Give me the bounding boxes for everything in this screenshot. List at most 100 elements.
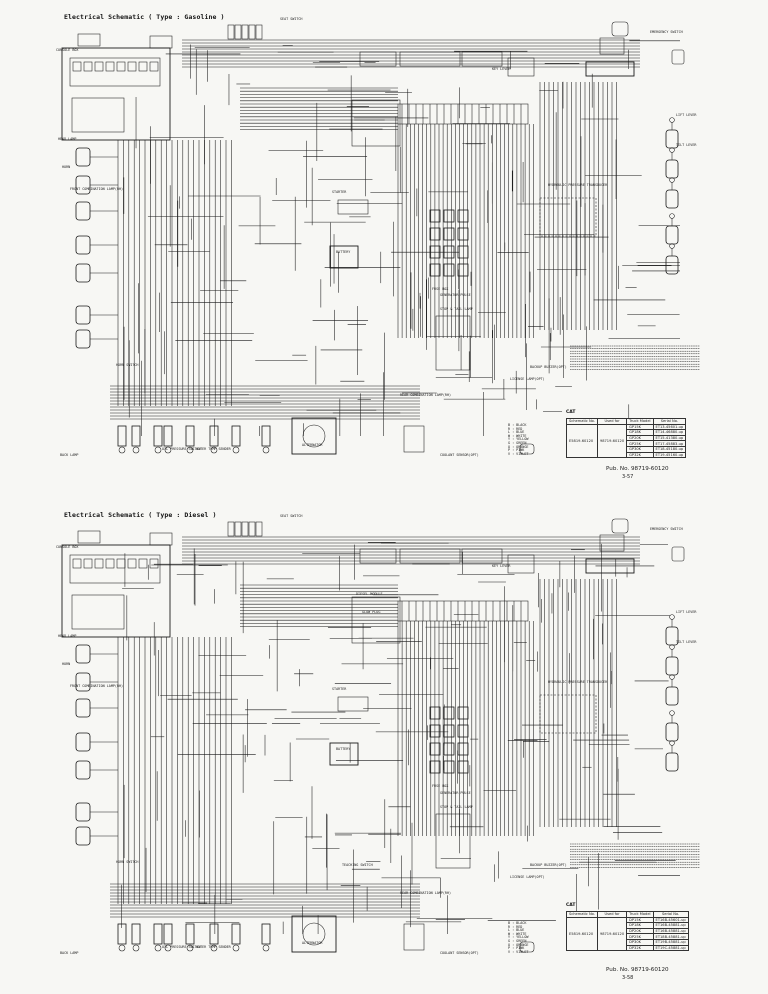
label-key-lever: KEY LEVER: [492, 67, 511, 71]
wire-color-item: G : GREEN: [508, 938, 527, 943]
wire-color-item: V : VIOLET: [508, 949, 529, 954]
serial-no-cell: ET16B-45601-up: [652, 916, 689, 924]
label-backup-buzzer: BACKUP BUZZER(OPT): [530, 365, 567, 369]
label-generator-pulse: GENERATOR PULSE: [440, 293, 471, 297]
wire-color-item: B : BLACK: [508, 423, 527, 427]
wire-color-item: L : BLUE: [508, 928, 525, 933]
table-header-cell: Serial No.: [652, 418, 687, 425]
table-header-cell: Schematic No.: [566, 911, 598, 918]
table-header-cell: Schematic No.: [566, 418, 598, 425]
label-water-temp: WATER TEMP SENDER: [196, 945, 231, 949]
label-generator-pulse: GENERATOR PULSE: [440, 791, 471, 795]
truck-model-cell: GP15K: [626, 423, 654, 431]
label-alternator: ALTERNATOR: [302, 941, 323, 945]
cat-label: CAT: [566, 903, 576, 908]
label-battery: BATTERY: [336, 747, 351, 751]
label-starter: STARTER: [332, 190, 347, 194]
page-number: 3-57: [622, 474, 634, 480]
label-hydraulic-sensor: HYDRAULIC PRESSURE TRANSDUCER: [548, 183, 608, 187]
label-seat-switch: SEAT SWITCH: [280, 17, 303, 21]
label-water-temp: WATER TEMP SENDER: [196, 447, 231, 451]
truck-model-cell: DP32K: [626, 944, 654, 952]
wire-color-item: L : BLUE: [508, 430, 525, 435]
wire-color-item: R : RED: [508, 426, 523, 431]
label-rear-combination-lamp: REAR COMBINATION LAMP(RH): [400, 891, 452, 895]
label-lift-lever: LIFT LEVER: [676, 610, 697, 614]
label-backup-buzzer: BACKUP BUZZER(OPT): [530, 863, 567, 867]
cat-label: CAT: [566, 410, 576, 415]
label-horn: HORN: [62, 662, 71, 666]
serial-no-cell: ET19-45160-up: [652, 451, 687, 459]
label-hydraulic-sensor: HYDRAULIC PRESSURE TRANSDUCER: [548, 680, 608, 684]
wire-color-item: R : RED: [508, 924, 523, 929]
label-emergency-switch: EMERGENCY SWITCH: [650, 527, 683, 531]
label-seat-switch: SEAT SWITCH: [280, 514, 303, 518]
label-horn-switch: HORN SWITCH: [116, 860, 139, 864]
wire-color-item: G : GREEN: [508, 440, 527, 445]
wire-color-item: O : ORANGE: [508, 942, 529, 947]
truck-model-cell: GP25K: [626, 440, 654, 447]
schematic-sheet-gasoline: Electrical Schematic ( Type : Gasoline )…: [0, 0, 768, 496]
wiring-diagram: [61, 21, 700, 455]
label-diesel-module: DIESEL MODULE: [356, 592, 383, 596]
wire-color-item: O : ORANGE: [508, 444, 529, 449]
label-head-lamp: HEAD LAMP: [58, 137, 77, 141]
label-coolant-sensor: COOLANT SENSOR(OPT): [440, 951, 479, 955]
wire-color-item: Y : YELLOW: [508, 437, 529, 442]
label-front-combination-lamp: FRONT COMBINATION LAMP(RH): [70, 684, 124, 688]
table-header-cell: Truck Model: [626, 418, 654, 425]
serial-no-cell: ET18B-45881-up: [652, 933, 689, 940]
label-oil-pressure: OIL PRESSURE SWITCH: [162, 447, 201, 451]
used-for-cell: 98719-60120: [596, 916, 628, 952]
table-header-cell: Truck Model: [626, 911, 654, 918]
label-back-lamp: BACK LAMP: [60, 453, 79, 457]
wire-color-item: W : WHITE: [508, 433, 527, 438]
serial-no-cell: ET16B-45881-up: [652, 922, 689, 929]
wire-color-item: W : WHITE: [508, 931, 527, 936]
wire-color-item: V : VIOLET: [508, 451, 529, 456]
truck-model-cell: GP30K: [626, 446, 654, 453]
wire-color-item: Y : YELLOW: [508, 935, 529, 940]
serial-no-cell: ET17-45883-up: [652, 440, 687, 447]
serial-no-cell: ET18-45180-up: [652, 446, 687, 453]
label-lift-lever: LIFT LEVER: [676, 113, 697, 117]
label-console-box: CONSOLE BOX: [56, 545, 79, 549]
serial-no-cell: ET19B-45881-up: [652, 939, 689, 946]
label-front-combination-lamp: FRONT COMBINATION LAMP(RH): [70, 187, 124, 191]
label-back-lamp: BACK LAMP: [60, 951, 79, 955]
label-oil-pressure: OIL PRESSURE SWITCH: [162, 945, 201, 949]
publication-number: Pub. No. 98719-60120: [606, 466, 669, 472]
wire-color-item: P : PINK: [508, 946, 525, 951]
label-fuse-box: FUSE BOX: [432, 784, 449, 788]
label-fuse-box: FUSE BOX: [432, 287, 449, 291]
label-stop-tail-lamp: STOP & TAIL LAMP: [440, 307, 473, 311]
schematic-no-cell: E5819-60120: [566, 423, 598, 459]
wiring-diagram: [61, 518, 700, 953]
label-tilt-lever: TILT LEVER: [676, 640, 697, 644]
sheet-title: Electrical Schematic ( Type : Diesel ): [64, 511, 217, 519]
label-emergency-switch: EMERGENCY SWITCH: [650, 30, 683, 34]
serial-no-cell: ET14-46880-up: [652, 429, 687, 436]
truck-model-cell: GP20K: [626, 434, 654, 442]
wire-color-item: B : BLACK: [508, 921, 527, 925]
label-stop-tail-lamp: STOP & TAIL LAMP: [440, 805, 473, 809]
sheet-title: Electrical Schematic ( Type : Gasoline ): [64, 13, 225, 21]
label-battery: BATTERY: [336, 250, 351, 254]
used-for-cell: 98719-60120: [596, 423, 628, 459]
label-glow-plug: GLOW PLUG: [362, 610, 381, 614]
label-license-lamp: LICENSE LAMP(OPT): [510, 377, 545, 381]
schematic-sheet-diesel: Electrical Schematic ( Type : Diesel ) C…: [0, 497, 768, 994]
